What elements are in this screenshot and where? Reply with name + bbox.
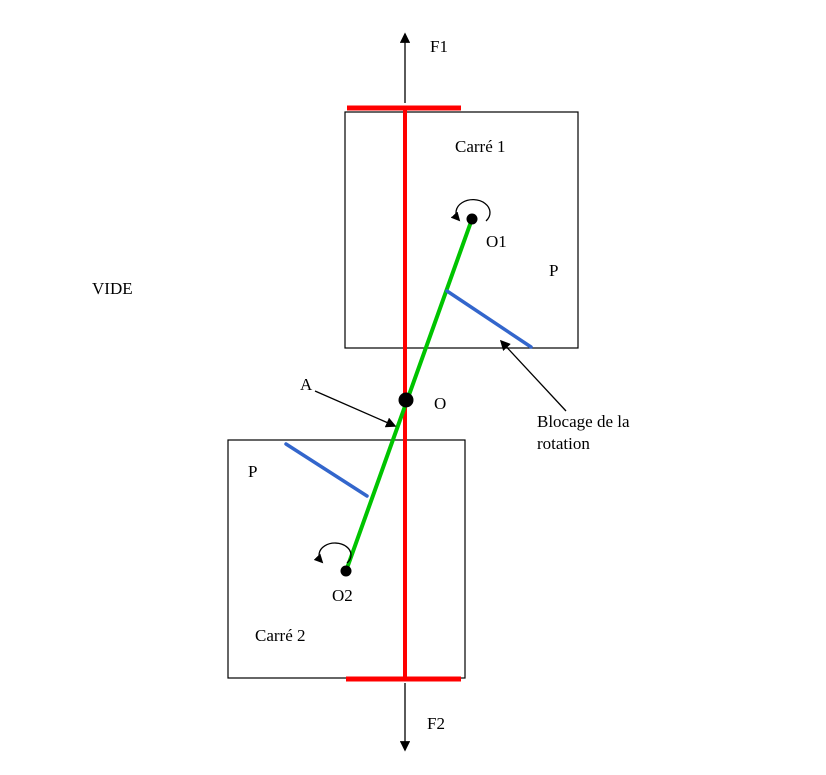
rotation-arrow-o2 [313, 542, 352, 564]
label-o: O [434, 394, 446, 413]
leader-arrow-blocage [499, 339, 567, 412]
label-o1: O1 [486, 232, 507, 251]
square-carre-1 [344, 111, 579, 349]
label-f1: F1 [430, 37, 448, 56]
leader-arrow-a [314, 390, 397, 428]
rotation-block-top [445, 289, 533, 349]
pivot-dot-o2 [340, 565, 352, 577]
label-carre-2: Carré 2 [255, 626, 306, 645]
rotation-block-bottom [284, 442, 369, 498]
label-f2: F2 [427, 714, 445, 733]
label-a: A [300, 375, 313, 394]
label-p-bottom: P [248, 462, 257, 481]
label-vide: VIDE [92, 279, 133, 298]
label-o2: O2 [332, 586, 353, 605]
pivot-dot-o1 [466, 213, 478, 225]
rotation-arrow-o1 [450, 198, 491, 222]
label-carre-1: Carré 1 [455, 137, 506, 156]
label-p-top: P [549, 261, 558, 280]
label-blocage-line2: rotation [537, 434, 590, 453]
label-blocage-line1: Blocage de la [537, 412, 630, 431]
center-dot-o [398, 392, 414, 408]
